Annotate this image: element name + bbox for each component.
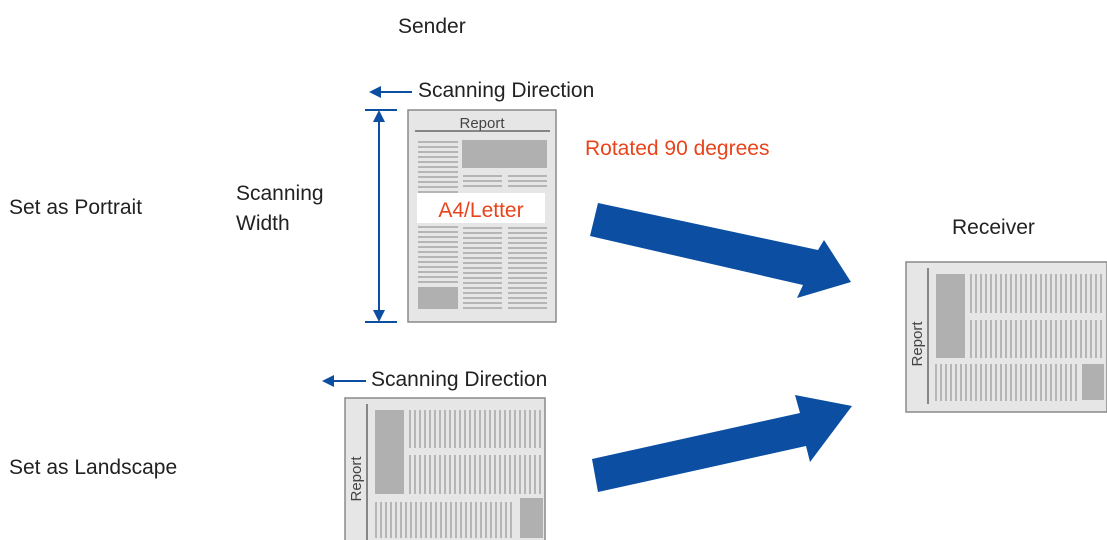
- receiver-doc-title: Report: [909, 321, 926, 367]
- landscape-to-receiver-arrow: [592, 395, 852, 492]
- portrait-to-receiver-arrow: [590, 203, 851, 298]
- scanning-width-line1: Scanning: [236, 182, 324, 205]
- portrait-doc-title: Report: [459, 115, 505, 132]
- scanning-width-line2: Width: [236, 212, 290, 235]
- landscape-document: Report: [344, 397, 546, 540]
- landscape-doc-title: Report: [348, 456, 365, 502]
- paper-size-label: A4/Letter: [438, 199, 523, 222]
- set-portrait-label: Set as Portrait: [9, 196, 143, 219]
- receiver-document: Report: [905, 261, 1107, 413]
- scanning-direction-top-arrow: [369, 86, 412, 98]
- set-landscape-label: Set as Landscape: [9, 456, 178, 479]
- rotated-label: Rotated 90 degrees: [585, 137, 770, 160]
- sender-label: Sender: [398, 15, 466, 38]
- paper-size-bg: [417, 193, 545, 223]
- scanning-direction-bottom-arrow: [322, 375, 366, 387]
- scanning-direction-top-label: Scanning Direction: [418, 79, 595, 102]
- scanning-direction-bottom-label: Scanning Direction: [371, 368, 548, 391]
- receiver-label: Receiver: [952, 216, 1035, 239]
- scanning-width-arrow: [365, 109, 397, 323]
